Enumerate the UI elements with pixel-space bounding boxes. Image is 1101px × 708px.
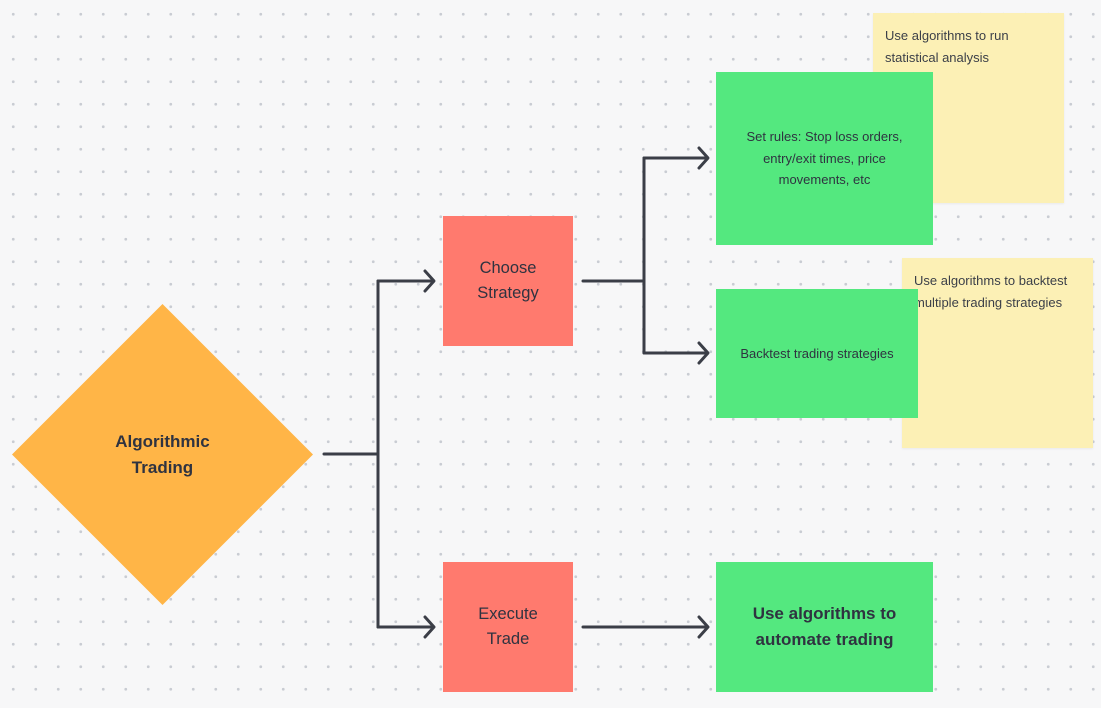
arrowhead-strategy [423, 269, 436, 293]
set-rules-label: Set rules: Stop loss orders, entry/exit … [746, 129, 903, 188]
sticky-note-text: Use algorithms to run statistical analys… [885, 28, 1009, 65]
arrowhead-set-rules [697, 146, 710, 170]
choose-strategy-label: Choose Strategy [477, 259, 539, 302]
root-node-label: Algorithmic Trading [115, 431, 210, 477]
arrowhead-automate [697, 615, 710, 639]
automate-trading-node[interactable]: Use algorithms to automate trading [716, 562, 933, 692]
sticky-note-backtest-strategies[interactable]: Use algorithms to backtest multiple trad… [902, 258, 1093, 448]
execute-trade-label: Execute Trade [478, 605, 538, 648]
diamond-shape [12, 304, 313, 605]
execute-trade-node[interactable]: Execute Trade [443, 562, 573, 692]
automate-trading-label: Use algorithms to automate trading [752, 604, 897, 649]
choose-strategy-node[interactable]: Choose Strategy [443, 216, 573, 346]
sticky-note-text: Use algorithms to backtest multiple trad… [914, 273, 1068, 310]
set-rules-node[interactable]: Set rules: Stop loss orders, entry/exit … [716, 72, 933, 245]
root-diamond-node[interactable]: Algorithmic Trading [12, 304, 313, 605]
backtest-node[interactable]: Backtest trading strategies [716, 289, 918, 418]
backtest-label: Backtest trading strategies [740, 345, 894, 361]
arrowhead-backtest [697, 341, 710, 365]
arrowhead-execute [423, 615, 436, 639]
